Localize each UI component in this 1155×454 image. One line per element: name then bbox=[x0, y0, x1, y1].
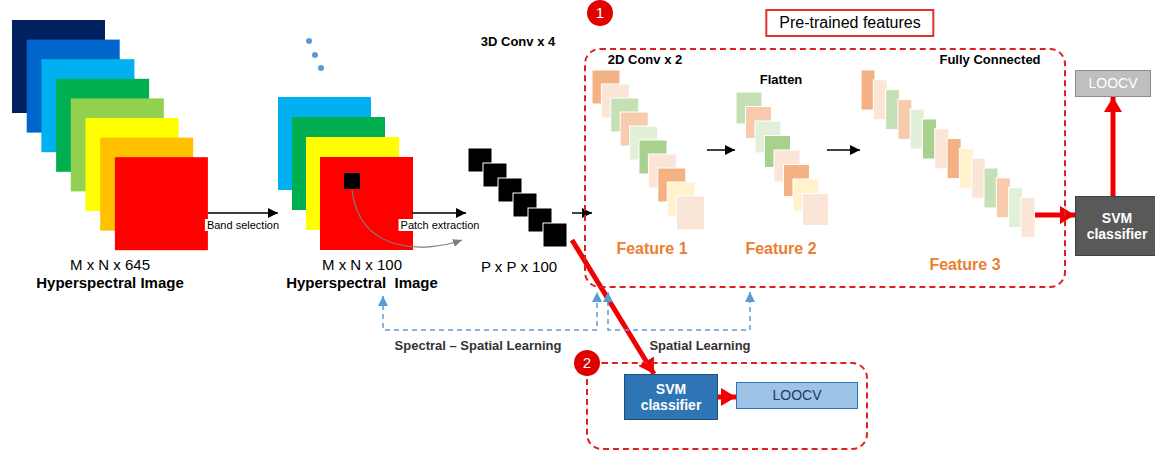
layer-sheet bbox=[115, 157, 208, 250]
node-label: LOOCV bbox=[1084, 73, 1141, 93]
ellipsis-dot bbox=[306, 38, 312, 44]
edge-label: Patch extraction bbox=[399, 219, 482, 231]
node-label: M x N x 645 bbox=[70, 256, 150, 273]
node-label: Flatten bbox=[760, 72, 803, 87]
flow-arrow bbox=[208, 212, 278, 214]
learning-arrow bbox=[383, 292, 597, 330]
layer-sheet bbox=[803, 194, 829, 226]
hyperspectral-cube: M x N x 645Hyperspectral Image bbox=[12, 20, 208, 250]
classifier-box: SVM classifier bbox=[624, 374, 718, 420]
learning-arrow bbox=[608, 292, 750, 330]
node-label: SVM classifier bbox=[1076, 208, 1155, 244]
feature-stack: Fully ConnectedFeature 3 bbox=[860, 70, 1035, 238]
layer-sheet bbox=[1021, 197, 1035, 237]
node-label: P x P x 100 bbox=[481, 258, 557, 275]
feature-stack: FlattenFeature 2 bbox=[735, 92, 827, 230]
flow-arrow bbox=[572, 212, 592, 214]
dashed-region: 1Pre-trained features2D Conv x 2Feature … bbox=[584, 48, 1066, 288]
fc-units bbox=[861, 70, 1035, 237]
node-label: SVM classifier bbox=[625, 379, 717, 415]
hyperspectral-cube: M x N x 100Hyperspectral Image bbox=[278, 36, 412, 250]
feature-label: Feature 2 bbox=[745, 240, 816, 258]
callout-number: 1 bbox=[587, 0, 613, 26]
node-label: 2D Conv x 2 bbox=[608, 52, 682, 67]
flow-arrow bbox=[1111, 97, 1116, 196]
node-label: Hyperspectral Image bbox=[286, 274, 438, 291]
patch-stack: 3D Conv x 4P x P x 100 bbox=[466, 146, 572, 248]
flow-arrow bbox=[707, 149, 735, 151]
feature-label: Feature 3 bbox=[929, 256, 1000, 274]
flow-arrow bbox=[718, 395, 736, 400]
classifier-box: SVM classifier bbox=[1075, 196, 1155, 256]
validation-box: LOOCV bbox=[1075, 70, 1151, 97]
flow-arrow bbox=[1035, 213, 1075, 218]
hsi-cube-reduced bbox=[278, 97, 413, 250]
dashed-region: 2SVM classifierLOOCV bbox=[586, 362, 868, 450]
layer-sheet bbox=[320, 157, 413, 250]
flow-arrow bbox=[827, 149, 860, 151]
edge-label: Spectral – Spatial Learning bbox=[393, 338, 564, 353]
conv2d-maps bbox=[592, 70, 705, 230]
validation-box: LOOCV bbox=[736, 382, 858, 409]
layer-sheet bbox=[543, 223, 567, 247]
patch-stack bbox=[468, 148, 567, 247]
node-label: Hyperspectral Image bbox=[36, 274, 184, 291]
flow-arrow bbox=[412, 212, 466, 214]
region-title: Pre-trained features bbox=[765, 9, 934, 37]
patch-marker bbox=[344, 173, 360, 189]
flatten-maps bbox=[736, 92, 829, 226]
node-label: 3D Conv x 4 bbox=[481, 34, 555, 49]
layer-sheet bbox=[677, 196, 705, 230]
ellipsis-dot bbox=[312, 52, 318, 58]
feature-stack: 2D Conv x 2Feature 1 bbox=[592, 70, 707, 230]
callout-number: 2 bbox=[574, 350, 600, 376]
feature-label: Feature 1 bbox=[616, 240, 687, 258]
hsi-cube bbox=[12, 20, 208, 250]
edge-label: Band selection bbox=[205, 219, 281, 231]
edge-label: Spatial Learning bbox=[647, 338, 752, 353]
node-label: LOOCV bbox=[768, 385, 825, 405]
node-label: M x N x 100 bbox=[322, 256, 402, 273]
ellipsis-dot bbox=[318, 65, 324, 71]
node-label: Fully Connected bbox=[939, 52, 1040, 67]
